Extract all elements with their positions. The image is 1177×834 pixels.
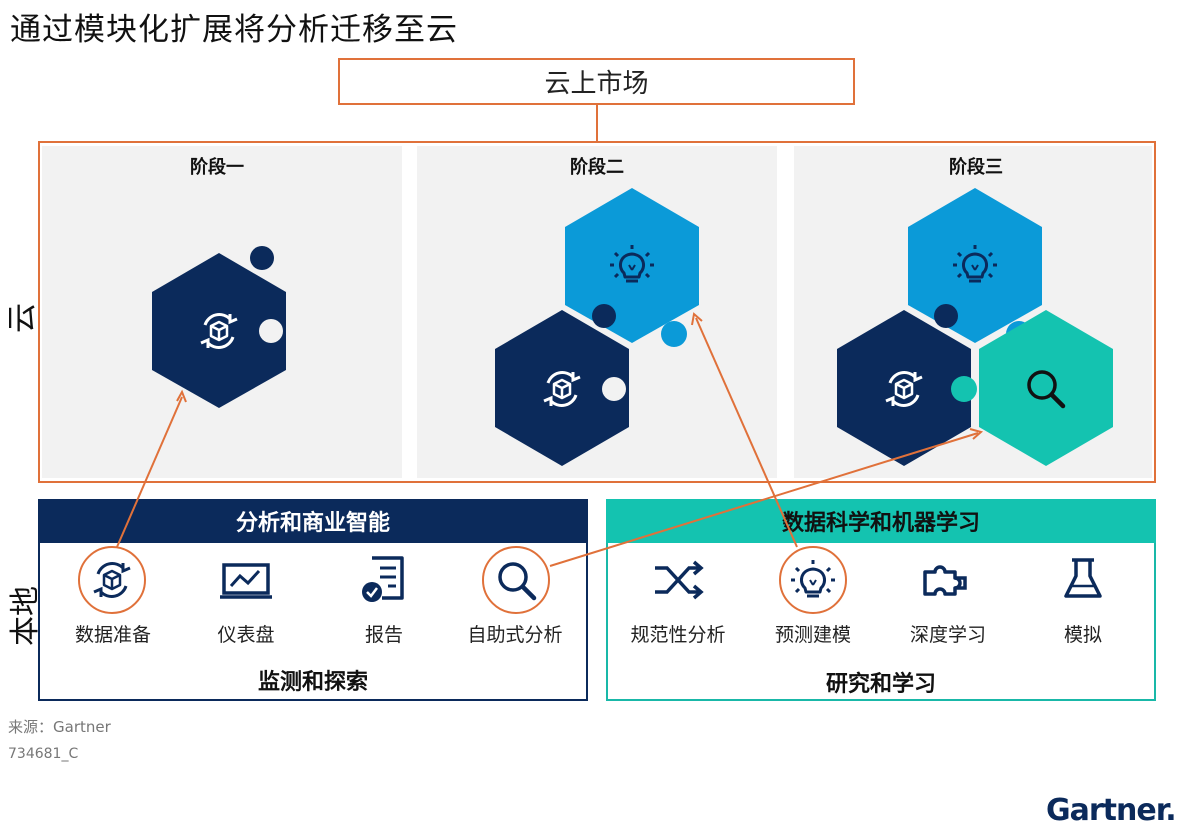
report-document-icon [362,556,404,602]
source-note: 来源：Gartner [8,718,111,736]
item-label-predictive: 预测建模 [774,624,851,646]
arrow-head [969,428,984,440]
stage-title-1: 阶段一 [190,157,244,178]
arrow-self-service [549,432,979,567]
stage1-data-prep-puzzle [152,246,286,408]
ds-ml-header: 数据科学和机器学习 [606,499,1156,543]
item-label-data-prep: 数据准备 [74,624,151,646]
dashboard-monitor-icon [220,563,272,599]
magnifier-icon [500,564,534,598]
item-label-self-service: 自助式分析 [467,624,563,646]
gartner-logo: Gartner. [1046,793,1177,828]
stage-title-2: 阶段二 [570,157,624,178]
item-label-prescriptive: 规范性分析 [630,624,726,646]
predictive-item [779,546,847,614]
item-label-simulation: 模拟 [1063,624,1102,646]
data-prep-cycle-icon [92,561,132,599]
stage3-navy-puzzle [837,304,971,466]
data-prep-item [78,546,146,614]
cloud-market-box: 云上市场 [338,58,855,105]
item-label-report: 报告 [364,624,403,646]
ds-ml-footer: 研究和学习 [825,672,936,697]
shuffle-arrows-icon [655,560,704,600]
page-title: 通过模块化扩展将分析迁移至云 [10,12,458,48]
analytics-bi-footer: 监测和探索 [257,670,368,695]
arrow-head [691,312,703,326]
stage2-navy-puzzle [495,304,629,466]
item-label-dashboard: 仪表盘 [217,624,275,646]
analytics-bi-header: 分析和商业智能 [38,499,588,543]
stage3-blue-puzzle [908,188,1042,347]
arrow-head [176,389,187,403]
stage-title-3: 阶段三 [949,157,1003,178]
migration-arrows [116,312,984,567]
arrow-predictive [695,317,798,548]
self-service-item [482,546,550,614]
cloud-frame [38,141,1156,483]
arrow-data-prep [116,396,183,548]
puzzle-piece-icon [923,565,967,596]
flask-icon [1064,558,1102,598]
lightbulb-icon [789,558,837,598]
stage3-teal-puzzle [951,310,1113,466]
item-label-deep-learning: 深度学习 [909,624,986,646]
connector-line [596,105,598,142]
stage2-blue-puzzle [565,188,699,347]
document-id: 734681_C [8,746,79,762]
